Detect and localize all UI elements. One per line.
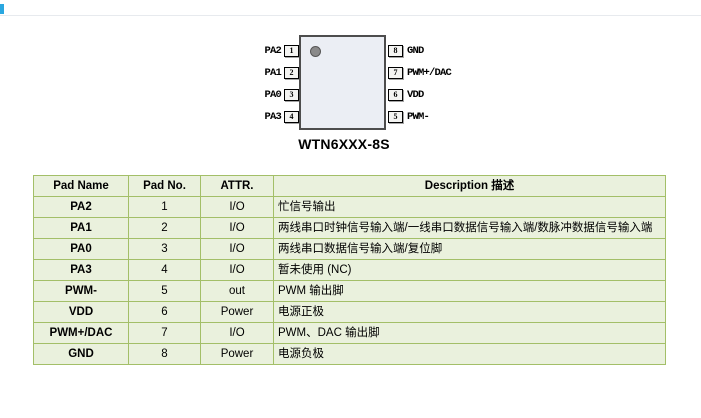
pin-label-pwm-dac: PWM+/DAC bbox=[407, 66, 452, 79]
col-header-attr: ATTR. bbox=[200, 175, 274, 197]
pad-name-cell: VDD bbox=[33, 301, 129, 323]
col-header-pad-no: Pad No. bbox=[128, 175, 201, 197]
pin-label-pa3: PA3 bbox=[264, 110, 281, 123]
table-row-pwm-dac: PWM+/DAC 7 I/O PWM、DAC 输出脚 bbox=[33, 322, 666, 344]
attr-cell: I/O bbox=[200, 217, 274, 239]
pin-label-pa2: PA2 bbox=[264, 44, 281, 57]
table-row-pa2: PA2 1 I/O 忙信号输出 bbox=[33, 196, 666, 218]
pad-name-cell: PA0 bbox=[33, 238, 129, 260]
pad-no-cell: 2 bbox=[128, 217, 201, 239]
attr-cell: I/O bbox=[200, 322, 274, 344]
pin-label-gnd: GND bbox=[407, 44, 424, 57]
pin-number-box-7: 7 bbox=[388, 66, 403, 79]
cropped-ui-artifact bbox=[0, 4, 4, 14]
pin-label-vdd: VDD bbox=[407, 88, 424, 101]
pin-label-pa1: PA1 bbox=[264, 66, 281, 79]
attr-cell: I/O bbox=[200, 259, 274, 281]
pin-number-box-2: 2 bbox=[284, 66, 299, 79]
pad-no-cell: 7 bbox=[128, 322, 201, 344]
description-cell: 电源负极 bbox=[273, 343, 666, 365]
table-row-pa1: PA1 2 I/O 两线串口时钟信号输入端/一线串口数据信号输入端/数脉冲数据信… bbox=[33, 217, 666, 239]
pin-number-box-6: 6 bbox=[388, 88, 403, 101]
description-cell: 暂未使用 (NC) bbox=[273, 259, 666, 281]
pin-left-3: PA0 3 bbox=[0, 88, 299, 101]
attr-cell: Power bbox=[200, 301, 274, 323]
pad-no-cell: 1 bbox=[128, 196, 201, 218]
col-header-description: Description 描述 bbox=[273, 175, 666, 197]
pin1-indicator-dot bbox=[310, 46, 321, 57]
table-header-row: Pad Name Pad No. ATTR. Description 描述 bbox=[33, 175, 666, 197]
chip-pinout-diagram: PA2 1 PA1 2 PA0 3 PA3 4 8 GND 7 PWM+/DAC… bbox=[0, 0, 701, 165]
pin-label-pwm-minus: PWM- bbox=[407, 110, 430, 123]
pad-name-cell: PWM- bbox=[33, 280, 129, 302]
table-row-gnd: GND 8 Power 电源负极 bbox=[33, 343, 666, 365]
chip-title: WTN6XXX-8S bbox=[298, 136, 390, 152]
pin-right-5: 5 PWM- bbox=[388, 110, 430, 123]
attr-cell: I/O bbox=[200, 196, 274, 218]
pad-description-table: Pad Name Pad No. ATTR. Description 描述 PA… bbox=[33, 175, 666, 365]
pin-left-4: PA3 4 bbox=[0, 110, 299, 123]
pad-no-cell: 6 bbox=[128, 301, 201, 323]
description-cell: 两线串口数据信号输入端/复位脚 bbox=[273, 238, 666, 260]
pad-no-cell: 3 bbox=[128, 238, 201, 260]
pin-label-pa0: PA0 bbox=[264, 88, 281, 101]
pad-name-cell: PA2 bbox=[33, 196, 129, 218]
pad-name-cell: PA1 bbox=[33, 217, 129, 239]
pin-left-2: PA1 2 bbox=[0, 66, 299, 79]
table-row-pa3: PA3 4 I/O 暂未使用 (NC) bbox=[33, 259, 666, 281]
description-cell: PWM 输出脚 bbox=[273, 280, 666, 302]
pin-number-box-1: 1 bbox=[284, 44, 299, 57]
pin-number-box-5: 5 bbox=[388, 110, 403, 123]
pad-no-cell: 8 bbox=[128, 343, 201, 365]
pad-name-cell: PWM+/DAC bbox=[33, 322, 129, 344]
pin-left-1: PA2 1 bbox=[0, 44, 299, 57]
pad-no-cell: 4 bbox=[128, 259, 201, 281]
attr-cell: Power bbox=[200, 343, 274, 365]
pin-number-box-4: 4 bbox=[284, 110, 299, 123]
chip-body bbox=[299, 35, 386, 130]
table-row-vdd: VDD 6 Power 电源正极 bbox=[33, 301, 666, 323]
pin-right-6: 6 VDD bbox=[388, 88, 424, 101]
description-cell: 忙信号输出 bbox=[273, 196, 666, 218]
pad-no-cell: 5 bbox=[128, 280, 201, 302]
description-cell: 两线串口时钟信号输入端/一线串口数据信号输入端/数脉冲数据信号输入端 bbox=[273, 217, 666, 239]
description-cell: 电源正极 bbox=[273, 301, 666, 323]
pad-name-cell: GND bbox=[33, 343, 129, 365]
col-header-pad-name: Pad Name bbox=[33, 175, 129, 197]
attr-cell: out bbox=[200, 280, 274, 302]
pin-number-box-3: 3 bbox=[284, 88, 299, 101]
pin-right-7: 7 PWM+/DAC bbox=[388, 66, 452, 79]
table-row-pwm-minus: PWM- 5 out PWM 输出脚 bbox=[33, 280, 666, 302]
pin-number-box-8: 8 bbox=[388, 44, 403, 57]
top-divider-line bbox=[0, 15, 701, 16]
description-cell: PWM、DAC 输出脚 bbox=[273, 322, 666, 344]
pad-name-cell: PA3 bbox=[33, 259, 129, 281]
table-row-pa0: PA0 3 I/O 两线串口数据信号输入端/复位脚 bbox=[33, 238, 666, 260]
attr-cell: I/O bbox=[200, 238, 274, 260]
pin-right-8: 8 GND bbox=[388, 44, 424, 57]
